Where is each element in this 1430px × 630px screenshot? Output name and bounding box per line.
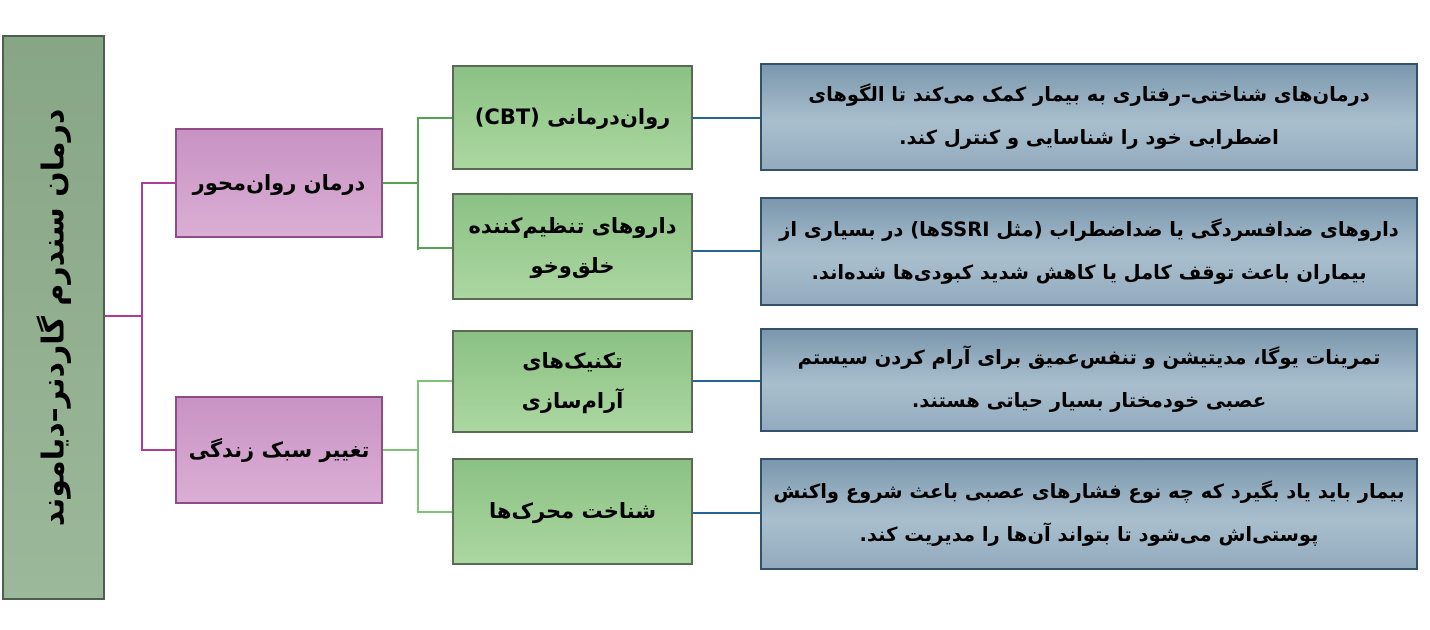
connector-psych-trunk (417, 117, 419, 250)
connector-drugs-to-description (693, 250, 760, 252)
connector-lifestyle-to-triggers (417, 511, 452, 513)
description-box-ssri-drugs-text: داروهای ضدافسردگی یا ضداضطراب (مثل SSRIه… (779, 217, 1399, 284)
leaf-node-cbt-psychotherapy-label: روان‌درمانی (CBT) (474, 104, 671, 129)
leaf-node-mood-regulating-drugs: داروهای تنظیم‌کننده خلق‌وخو (452, 193, 693, 300)
connector-root-trunk (141, 183, 143, 451)
branch-node-lifestyle-change: تغییر سبک زندگی (175, 396, 383, 504)
branch-node-lifestyle-change-label: تغییر سبک زندگی (188, 438, 370, 462)
connector-triggers-to-description (693, 512, 760, 514)
connector-psych-to-drugs (417, 247, 452, 249)
description-box-relaxation-text: تمرینات یوگا، مدیتیشن و تنفس‌عمیق برای آ… (797, 346, 1381, 412)
connector-root-to-psych (141, 182, 175, 184)
connector-lifestyle-to-relaxation (417, 380, 452, 382)
branch-node-psych-centered: درمان روان‌محور (175, 128, 383, 238)
leaf-node-trigger-recognition-label: شناخت محرک‌ها (489, 498, 656, 523)
connector-root-feeder (105, 315, 143, 317)
leaf-node-relaxation-techniques: تکنیک‌های آرام‌سازی (452, 330, 693, 433)
connector-psych-feeder (383, 182, 419, 184)
leaf-node-relaxation-techniques-label: تکنیک‌های آرام‌سازی (521, 348, 624, 413)
connector-lifestyle-trunk (417, 380, 419, 513)
connector-relaxation-to-description (693, 380, 760, 382)
leaf-node-cbt-psychotherapy: روان‌درمانی (CBT) (452, 65, 693, 170)
description-box-cbt: درمان‌های شناختی–رفتاری به بیمار کمک می‌… (760, 63, 1418, 171)
branch-node-psych-centered-label: درمان روان‌محور (192, 171, 366, 195)
root-node: درمان سندرم گاردنر–دیاموند (2, 35, 105, 600)
description-box-ssri-drugs: داروهای ضدافسردگی یا ضداضطراب (مثل SSRIه… (760, 197, 1418, 306)
leaf-node-trigger-recognition: شناخت محرک‌ها (452, 458, 693, 565)
root-node-label: درمان سندرم گاردنر–دیاموند (35, 108, 71, 527)
description-box-relaxation: تمرینات یوگا، مدیتیشن و تنفس‌عمیق برای آ… (760, 328, 1418, 432)
connector-root-to-lifestyle (141, 449, 175, 451)
connector-psych-to-cbt (417, 117, 452, 119)
connector-cbt-to-description (693, 117, 760, 119)
description-box-cbt-text: درمان‌های شناختی–رفتاری به بیمار کمک می‌… (808, 83, 1370, 149)
description-box-triggers-text: بیمار باید یاد بگیرد که چه نوع فشارهای ع… (773, 480, 1405, 546)
connector-lifestyle-feeder (383, 449, 419, 451)
description-box-triggers: بیمار باید یاد بگیرد که چه نوع فشارهای ع… (760, 458, 1418, 570)
leaf-node-mood-regulating-drugs-label: داروهای تنظیم‌کننده خلق‌وخو (468, 213, 677, 278)
